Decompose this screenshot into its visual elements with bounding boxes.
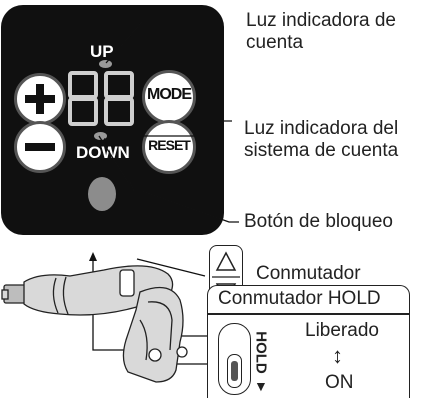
hold-box-divider [208, 313, 409, 315]
hold-switch-box: Conmutador HOLD HOLD ▼ Liberado ↕ ON [207, 285, 410, 398]
on-label: ON [325, 372, 354, 393]
hold-switch-knob [227, 354, 242, 388]
count-system-indicator-lamp [94, 132, 107, 140]
updown-arrow-icon: ↕ [332, 343, 343, 368]
reset-button-label: RESET [148, 137, 191, 153]
mode-button[interactable]: MODE [142, 70, 196, 124]
hold-switch[interactable] [218, 323, 251, 395]
lock-button-label: Botón de bloqueo [244, 211, 393, 232]
switch-label: Conmutador [256, 263, 361, 284]
count-indicator-label: Luz indicadora de cuenta [246, 10, 396, 53]
mode-button-label: MODE [147, 86, 192, 103]
count-indicator-lamp [99, 60, 112, 68]
screwdriver-illustration [1, 265, 188, 383]
minus-button[interactable] [14, 121, 66, 173]
released-label: Liberado [305, 320, 379, 341]
up-label: UP [90, 42, 114, 61]
hold-box-title: Conmutador HOLD [218, 288, 381, 309]
reset-button[interactable]: RESET [142, 120, 196, 174]
hold-vertical-label: HOLD ▼ [252, 331, 270, 394]
lock-button[interactable] [88, 177, 116, 211]
plus-button[interactable] [14, 73, 66, 125]
down-label: DOWN [76, 143, 130, 162]
minus-icon [25, 143, 55, 151]
count-system-indicator-label: Luz indicadora del sistema de cuenta [244, 118, 399, 161]
count-display [66, 70, 138, 128]
up-triangle-icon [215, 251, 237, 271]
plus-icon [25, 84, 55, 114]
down-arrow-icon: ▼ [254, 378, 268, 394]
